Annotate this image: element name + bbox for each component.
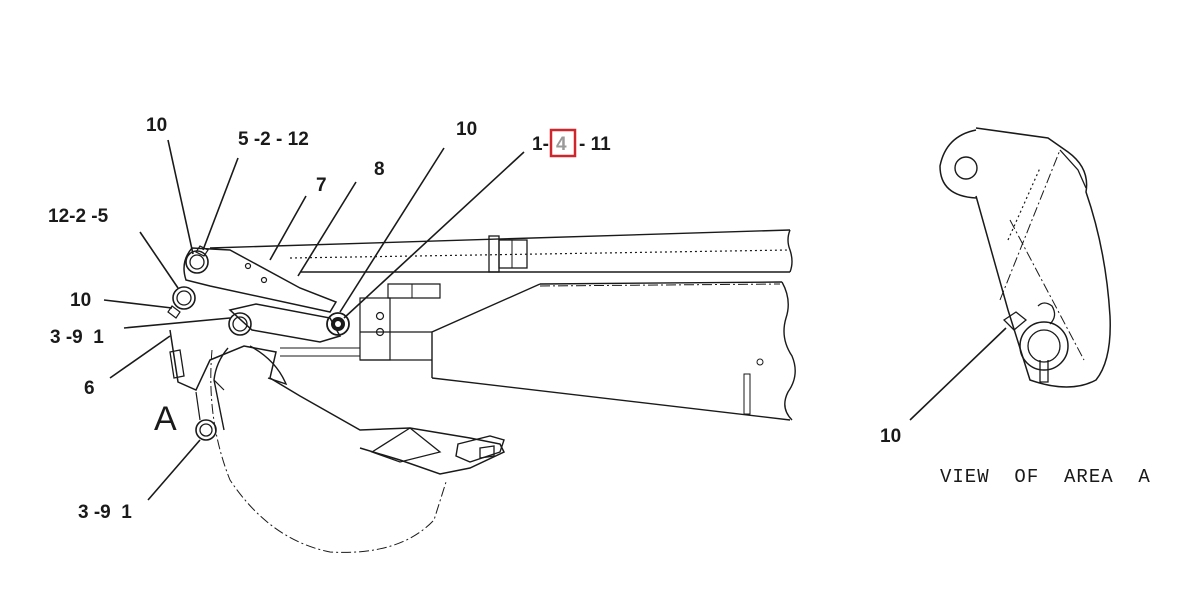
leader-lines bbox=[103, 139, 1007, 501]
callout-7: 7 bbox=[316, 175, 327, 196]
callout-10-top-left: 10 bbox=[146, 115, 167, 136]
callout-6: 6 bbox=[84, 378, 95, 399]
callout-10-left: 10 bbox=[70, 290, 91, 311]
callout-1-prefix: 1- bbox=[532, 134, 549, 155]
callout-3-9-1-lower: 3 -9 1 bbox=[78, 502, 132, 523]
detail-view-area-a bbox=[939, 127, 1111, 388]
linkage bbox=[167, 245, 350, 441]
highlight-box bbox=[549, 128, 577, 158]
callout-10-top-mid: 10 bbox=[456, 119, 477, 140]
callout-11-suffix: - 11 bbox=[579, 134, 611, 155]
bucket bbox=[169, 329, 506, 553]
detail-caption: VIEW OF AREA A bbox=[940, 466, 1151, 488]
callout-5-2-12: 5 -2 - 12 bbox=[238, 129, 309, 150]
callout-10-detail: 10 bbox=[880, 426, 901, 447]
callout-8: 8 bbox=[374, 159, 385, 180]
callout-3-9-1-upper: 3 -9 1 bbox=[50, 327, 104, 348]
callout-highlight-4: 4 bbox=[556, 134, 567, 155]
callout-12-2-5: 12-2 -5 bbox=[48, 206, 109, 227]
area-marker-a: A bbox=[154, 400, 177, 438]
stick-arm bbox=[209, 229, 796, 421]
